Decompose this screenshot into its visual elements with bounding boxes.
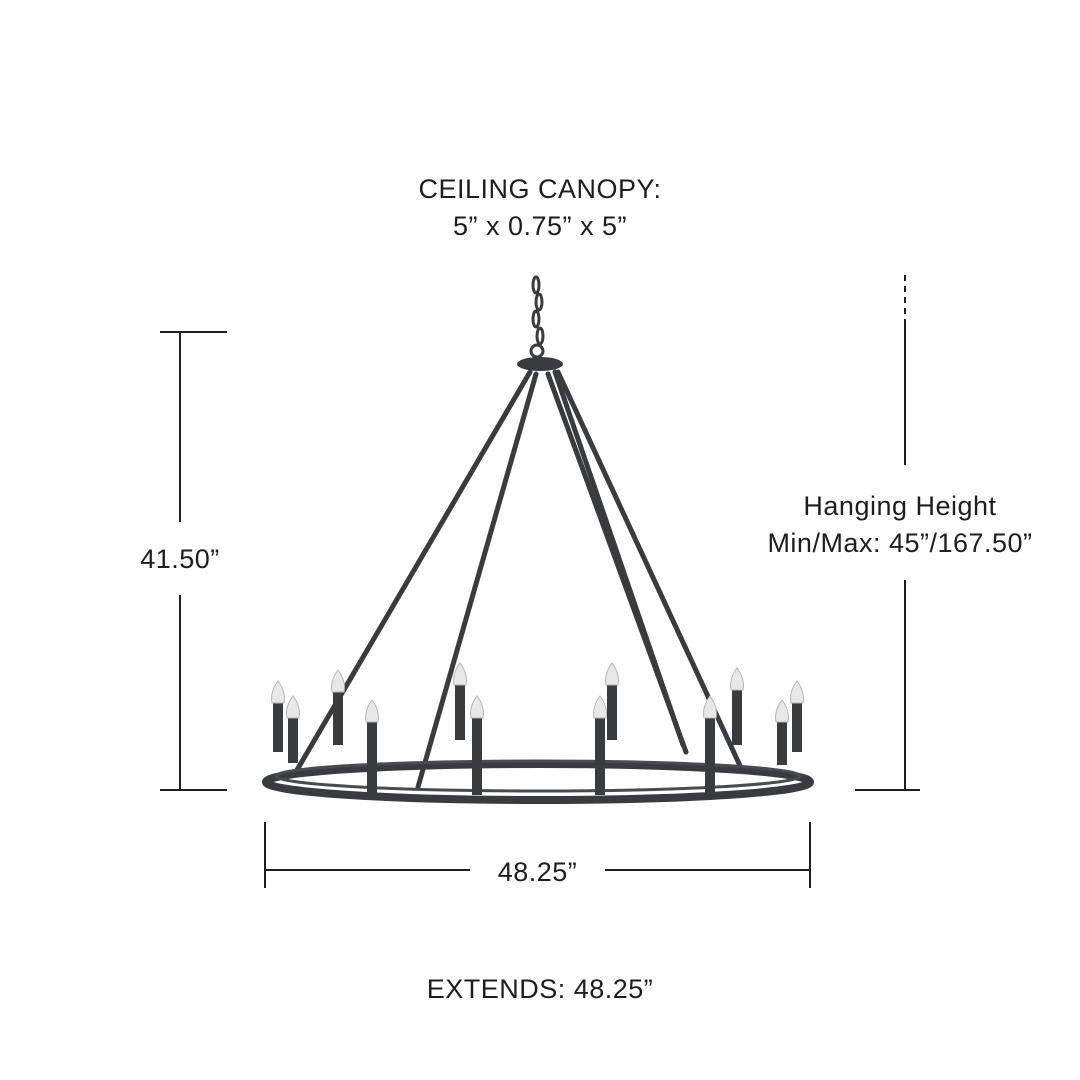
hanging-height-dimension-line — [855, 275, 920, 791]
candle — [470, 695, 484, 795]
bulb — [331, 669, 345, 693]
bulb — [271, 680, 285, 704]
bulb — [730, 667, 744, 691]
candle — [703, 695, 717, 795]
support-rods — [294, 369, 745, 790]
canopy-dimensions: 5” x 0.75” x 5” — [452, 211, 628, 241]
extends-label: EXTENDS: 48.25” — [426, 974, 654, 1004]
candle — [775, 699, 789, 765]
width-dimension-line — [264, 822, 811, 888]
canopy-title: CEILING CANOPY: — [418, 174, 662, 204]
bulb — [775, 699, 789, 723]
bulb — [470, 695, 484, 719]
candle — [790, 680, 804, 752]
height-dimension-line — [160, 331, 227, 791]
candle — [453, 662, 467, 740]
hanging-height-value: Min/Max: 45”/167.50” — [767, 528, 1033, 558]
bulb — [790, 680, 804, 704]
candle — [365, 699, 379, 795]
candle — [730, 667, 744, 745]
chain — [529, 275, 545, 359]
canopy — [517, 357, 563, 371]
bulb — [593, 695, 607, 719]
bulb — [605, 662, 619, 686]
width-label: 48.25” — [497, 857, 578, 887]
bulb — [453, 662, 467, 686]
bulb — [703, 695, 717, 719]
ring — [262, 759, 814, 804]
candle — [593, 695, 607, 795]
candle — [605, 662, 619, 740]
bulb — [286, 695, 300, 719]
candle — [331, 669, 345, 745]
height-label: 41.50” — [140, 544, 220, 574]
bulb — [365, 699, 379, 723]
candle — [286, 695, 300, 763]
hanging-height-title: Hanging Height — [803, 491, 997, 521]
candle — [271, 680, 285, 752]
